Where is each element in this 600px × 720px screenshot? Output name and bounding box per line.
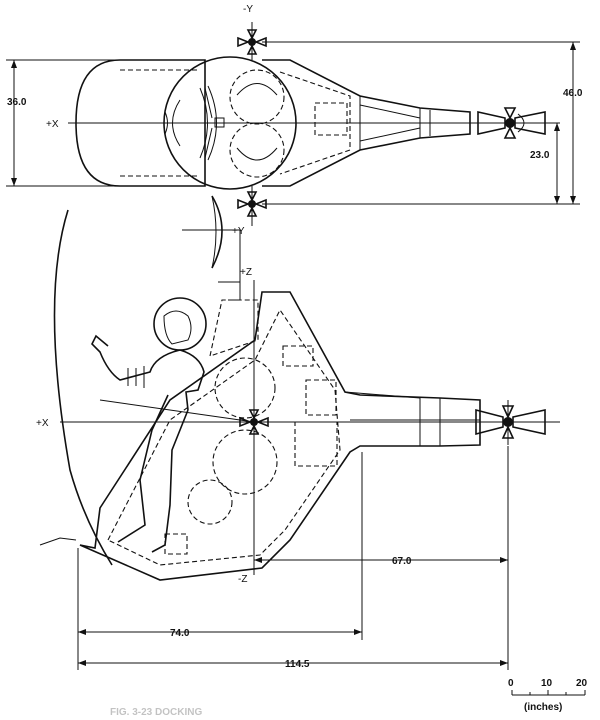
axis-label-pos-x-side: +X bbox=[36, 418, 49, 429]
figure-caption: FIG. 3-23 DOCKING bbox=[110, 707, 202, 718]
side-view: 67.0 74.0 114.5 +Y +Z +X -Z bbox=[36, 195, 560, 670]
dim-thruster-offset: 67.0 bbox=[392, 556, 412, 567]
astronaut-figure bbox=[91, 281, 259, 553]
antenna-dish bbox=[182, 195, 241, 301]
axis-label-neg-y: -Y bbox=[243, 4, 253, 15]
axis-label-neg-z: -Z bbox=[238, 574, 247, 585]
scale-tick-20: 20 bbox=[576, 678, 588, 689]
top-view: 36.0 46.0 23.0 -Y +X bbox=[6, 4, 583, 226]
axis-label-pos-y: +Y bbox=[232, 226, 245, 237]
dim-unit-length: 74.0 bbox=[170, 628, 190, 639]
scale-tick-10: 10 bbox=[541, 678, 553, 689]
scale-bar: 0 10 20 (inches) bbox=[508, 678, 588, 713]
dim-overall-width: 46.0 bbox=[563, 88, 583, 99]
dim-overall-length: 114.5 bbox=[285, 659, 310, 670]
dim-half-width: 23.0 bbox=[530, 150, 550, 161]
scale-tick-0: 0 bbox=[508, 678, 514, 689]
axis-label-pos-x-top: +X bbox=[46, 119, 59, 130]
scale-unit: (inches) bbox=[524, 702, 562, 713]
dim-top-width: 36.0 bbox=[7, 97, 27, 108]
axis-label-pos-z: +Z bbox=[240, 267, 252, 278]
